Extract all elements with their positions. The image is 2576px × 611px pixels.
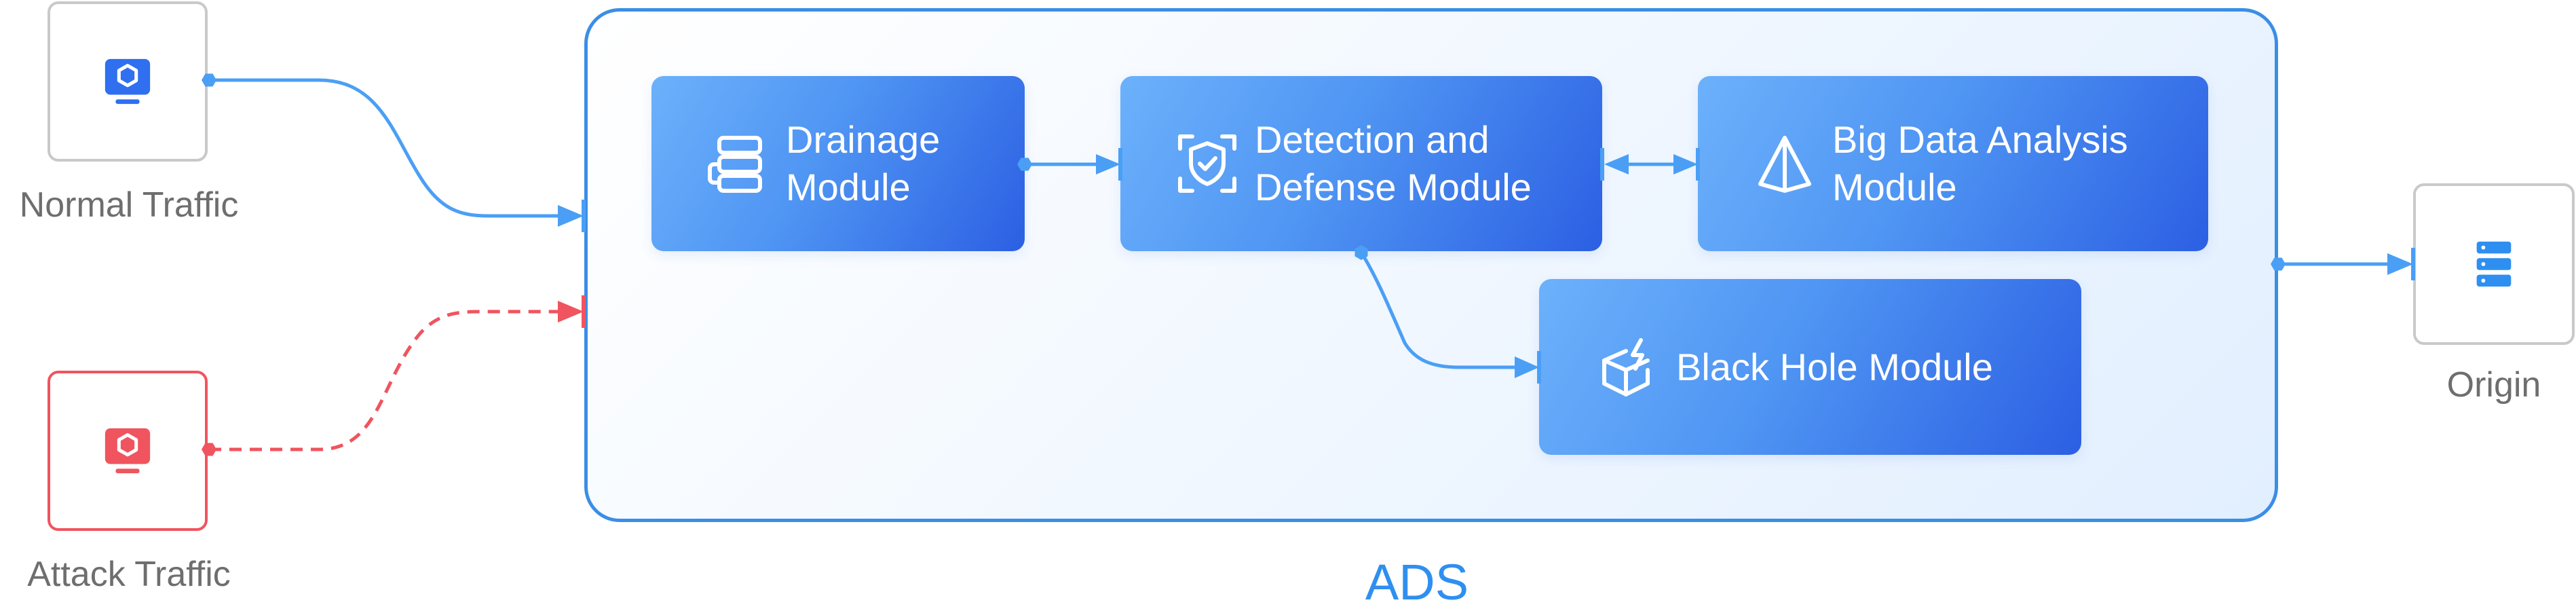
normal-traffic-label: Normal Traffic <box>19 185 239 225</box>
black-hole-module-label: Black Hole Module <box>1676 345 1993 388</box>
box-lightning-icon <box>1602 337 1650 396</box>
origin-label: Origin <box>2446 365 2541 405</box>
detection-defense-module: Detection and Defense Module <box>1120 76 1602 251</box>
black-hole-module: Black Hole Module <box>1539 279 2081 455</box>
shield-scan-icon <box>1178 134 1236 193</box>
attack-traffic-node <box>48 371 208 531</box>
pyramid-icon <box>1758 136 1811 193</box>
server-stack-icon <box>708 136 762 193</box>
monitor-icon <box>105 58 151 105</box>
drainage-module-label: Drainage Module <box>786 118 941 208</box>
big-data-analysis-module-label: Big Data Analysis Module <box>1832 118 2128 208</box>
drainage-module: Drainage Module <box>651 76 1025 251</box>
attack-traffic-connector <box>202 295 586 456</box>
monitor-icon <box>105 428 151 474</box>
normal-traffic-node <box>48 1 208 162</box>
big-data-analysis-module: Big Data Analysis Module <box>1698 76 2208 251</box>
server-icon <box>2476 241 2512 287</box>
ads-to-origin-connector <box>2271 248 2415 280</box>
origin-node <box>2413 183 2575 345</box>
detection-defense-module-label: Detection and Defense Module <box>1255 118 1532 208</box>
ads-label: ADS <box>1365 554 1469 610</box>
attack-traffic-label: Attack Traffic <box>27 555 231 594</box>
